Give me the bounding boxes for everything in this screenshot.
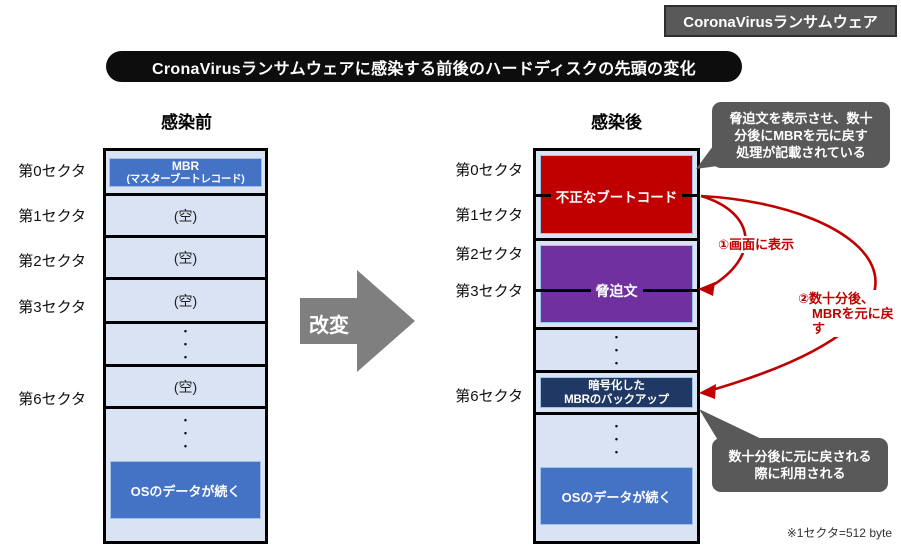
modification-arrow-label: 改変 xyxy=(309,314,349,337)
after-sector-2-label: 第2セクタ xyxy=(455,246,523,263)
mbr-label-line1: MBR xyxy=(171,158,200,173)
before-heading: 感染前 xyxy=(161,113,212,132)
empty-label: (空) xyxy=(173,207,198,224)
encrypted-mbr-backup-line1: 暗号化した xyxy=(588,379,645,392)
callout-bottom-line1: 数十分後に元に戻される xyxy=(728,449,872,464)
callout-backup-explanation: 数十分後に元に戻される 際に利用される xyxy=(712,438,888,492)
os-data-block: OSのデータが続く xyxy=(110,461,261,519)
malicious-boot-code-label-wrap: 不正なブートコード xyxy=(536,186,697,206)
after-sector2-3-cell: 脅迫文 xyxy=(536,238,697,327)
after-sector-3-label: 第3セクタ xyxy=(455,283,523,300)
arrowhead-to-ransom-note xyxy=(698,282,715,296)
annotation-step2-line2: MBRを元に戻す xyxy=(812,306,894,336)
diagram-title: CronaVirusランサムウェアに感染する前後のハードディスクの先頭の変化 xyxy=(106,51,742,82)
arrowhead-to-backup xyxy=(699,384,716,399)
before-sector1-cell: (空) xyxy=(106,193,265,235)
ransomware-name-badge: CoronaVirusランサムウェア xyxy=(664,5,897,37)
callout-boot-code-explanation: 脅迫文を表示させ、数十 分後にMBRを元に戻す 処理が記載されている xyxy=(712,102,890,168)
before-sector-0-label: 第0セクタ xyxy=(18,163,86,180)
before-sector3-cell: (空) xyxy=(106,277,265,321)
diagram-title-text: CronaVirusランサムウェアに感染する前後のハードディスクの先頭の変化 xyxy=(152,60,696,78)
after-tail-cell: ••• OSのデータが続く xyxy=(536,412,697,529)
before-sector-1-label: 第1セクタ xyxy=(18,208,86,225)
after-sector6-cell: 暗号化した MBRのバックアップ xyxy=(536,370,697,412)
ellipsis-dots: ••• xyxy=(183,414,188,451)
sector-size-footnote: ※1セクタ=512 byte xyxy=(786,526,892,540)
ellipsis-dots: ••• xyxy=(614,331,619,368)
after-sector-1-label: 第1セクタ xyxy=(455,207,523,224)
disk-before-infection: MBR (マスターブートレコード) (空) (空) (空) ••• (空) ••… xyxy=(103,148,268,544)
after-sector-6-label: 第6セクタ xyxy=(455,388,523,405)
annotation-step1: ①画面に表示 xyxy=(716,236,797,253)
callout-top-line3: 処理が記載されている xyxy=(736,144,866,160)
before-ellipsis-cell: ••• xyxy=(106,321,265,364)
encrypted-mbr-backup-block: 暗号化した MBRのバックアップ xyxy=(540,377,693,408)
ransom-note-label: 脅迫文 xyxy=(590,283,643,299)
before-tail-cell: ••• OSのデータが続く xyxy=(106,406,265,523)
after-sector0-1-cell: 不正なブートコード xyxy=(536,151,697,238)
callout-bottom-line2: 際に利用される xyxy=(754,466,846,481)
encrypted-mbr-backup-line2: MBRのバックアップ xyxy=(564,393,669,406)
ransom-note-label-wrap: 脅迫文 xyxy=(536,281,697,301)
before-sector-2-label: 第2セクタ xyxy=(18,253,86,270)
os-data-block: OSのデータが続く xyxy=(540,467,693,525)
empty-label: (空) xyxy=(173,249,198,266)
os-data-label: OSのデータが続く xyxy=(130,483,241,499)
before-sector-6-label: 第6セクタ xyxy=(18,391,86,408)
before-sector0-cell: MBR (マスターブートレコード) xyxy=(106,151,265,193)
before-sector6-cell: (空) xyxy=(106,364,265,406)
disk-after-infection: 不正なブートコード 脅迫文 ••• 暗号化した MBRのバックアップ ••• xyxy=(533,148,700,544)
empty-label: (空) xyxy=(173,378,198,395)
after-sector-0-label: 第0セクタ xyxy=(455,162,523,179)
mbr-label-line2: (マスターブートレコード) xyxy=(126,172,245,185)
before-sector-3-label: 第3セクタ xyxy=(18,299,86,316)
after-heading: 感染後 xyxy=(591,113,642,132)
os-data-label: OSのデータが続く xyxy=(561,489,672,505)
after-ellipsis-cell: ••• xyxy=(536,327,697,370)
malicious-boot-code-label: 不正なブートコード xyxy=(550,190,683,205)
modification-arrow-icon xyxy=(300,270,415,372)
annotation-step2: ②数十分後、 MBRを元に戻す xyxy=(796,290,901,337)
ellipsis-dots: ••• xyxy=(183,325,188,362)
ellipsis-dots: ••• xyxy=(614,420,619,457)
empty-label: (空) xyxy=(173,292,198,309)
mbr-block: MBR (マスターブートレコード) xyxy=(109,157,262,187)
callout-top-line1: 脅迫文を表示させ、数十 xyxy=(729,110,873,126)
annotation-step2-line1: ②数十分後、 xyxy=(798,291,875,306)
before-sector2-cell: (空) xyxy=(106,235,265,277)
ransomware-name-label: CoronaVirusランサムウェア xyxy=(683,13,878,31)
callout-top-line2: 分後にMBRを元に戻す xyxy=(734,127,868,143)
